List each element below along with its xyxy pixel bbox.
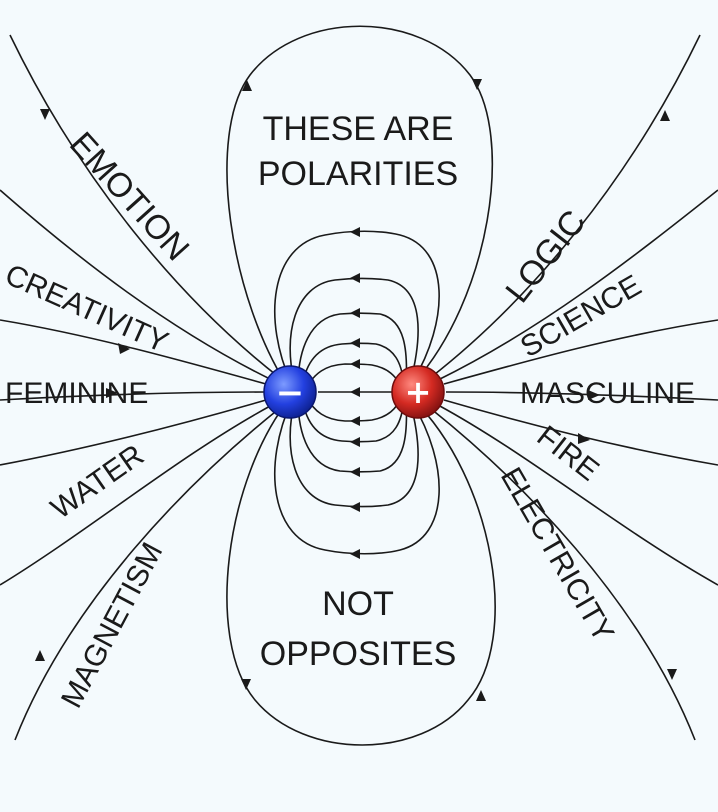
field-line-bottom-2 — [289, 399, 419, 508]
caption-top-line2: POLARITIES — [258, 155, 458, 193]
positive-charge-ball — [391, 365, 445, 419]
positive-sign: + — [405, 373, 432, 411]
label-emotion: EMOTION — [62, 125, 196, 268]
arrow-bottom-5 — [350, 416, 360, 426]
caption-top-line1: THESE ARE — [263, 110, 454, 148]
field-line-top-2 — [289, 277, 419, 386]
arrow-top-5 — [350, 359, 360, 369]
field-line-left-7 — [14, 407, 281, 741]
arrow-left-4 — [106, 388, 118, 398]
positive-charge: + — [391, 365, 445, 419]
field-line-right-6 — [437, 404, 718, 586]
arrow-left-3 — [118, 343, 130, 354]
field-line-bottom-outer — [226, 397, 496, 746]
arrow-left-7 — [35, 650, 45, 661]
field-line-right-1 — [429, 34, 701, 379]
caption-bottom-line2: OPPOSITES — [260, 635, 457, 673]
field-line-left-2 — [0, 189, 273, 381]
field-line-left-3 — [0, 319, 267, 385]
field-line-left-5 — [0, 399, 267, 466]
arrow-top-4 — [350, 338, 360, 348]
field-line-right-5 — [443, 399, 718, 466]
arrow-left-1 — [40, 109, 50, 120]
field-line-bottom-3 — [297, 398, 408, 473]
label-masculine: MASCULINE — [520, 377, 695, 410]
field-line-left-6 — [0, 404, 273, 586]
arrow-center — [350, 387, 360, 397]
arrow-top-outer-right — [472, 79, 482, 90]
negative-sign: − — [276, 373, 305, 413]
field-line-right-4 — [445, 391, 718, 401]
arrow-bottom-4 — [350, 437, 360, 447]
field-line-top-outer — [226, 25, 494, 391]
arrow-bottom-outer-left — [241, 679, 251, 690]
arrow-right-4 — [588, 390, 600, 400]
caption-bottom-line1: NOT — [322, 585, 394, 623]
arrow-bottom-2 — [350, 502, 360, 512]
label-creativity: CREATIVITY — [0, 258, 173, 359]
negative-charge-ball — [263, 365, 317, 419]
label-magnetism: MAGNETISM — [55, 537, 169, 713]
arrow-bottom-outer-right — [476, 690, 486, 701]
arrow-top-outer-left — [242, 80, 252, 91]
arrow-bottom-3 — [350, 467, 360, 477]
label-electricity: ELECTRICITY — [494, 462, 620, 647]
arrow-bottom-1 — [350, 549, 360, 559]
field-line-bottom-5 — [305, 395, 403, 422]
field-line-right-3 — [443, 319, 718, 385]
field-line-right-7 — [429, 407, 696, 741]
field-line-left-4 — [0, 391, 265, 401]
arrow-right-5 — [578, 433, 590, 444]
label-fire: FIRE — [531, 420, 605, 488]
field-line-bottom-1 — [274, 399, 440, 555]
arrow-top-1 — [350, 227, 360, 237]
label-feminine: FEMININE — [5, 377, 148, 410]
arrow-top-2 — [350, 273, 360, 283]
field-line-left-1 — [9, 34, 281, 379]
field-arrows — [35, 79, 677, 701]
label-logic: LOGIC — [498, 203, 593, 310]
label-water: WATER — [45, 438, 150, 525]
arrow-top-3 — [350, 308, 360, 318]
field-line-top-1 — [274, 230, 440, 386]
negative-charge: − — [263, 365, 317, 419]
arrow-right-7 — [667, 669, 677, 680]
field-line-top-5 — [305, 363, 403, 390]
field-line-top-3 — [297, 312, 408, 387]
arrow-right-1 — [660, 110, 670, 121]
field-line-right-2 — [437, 189, 718, 381]
